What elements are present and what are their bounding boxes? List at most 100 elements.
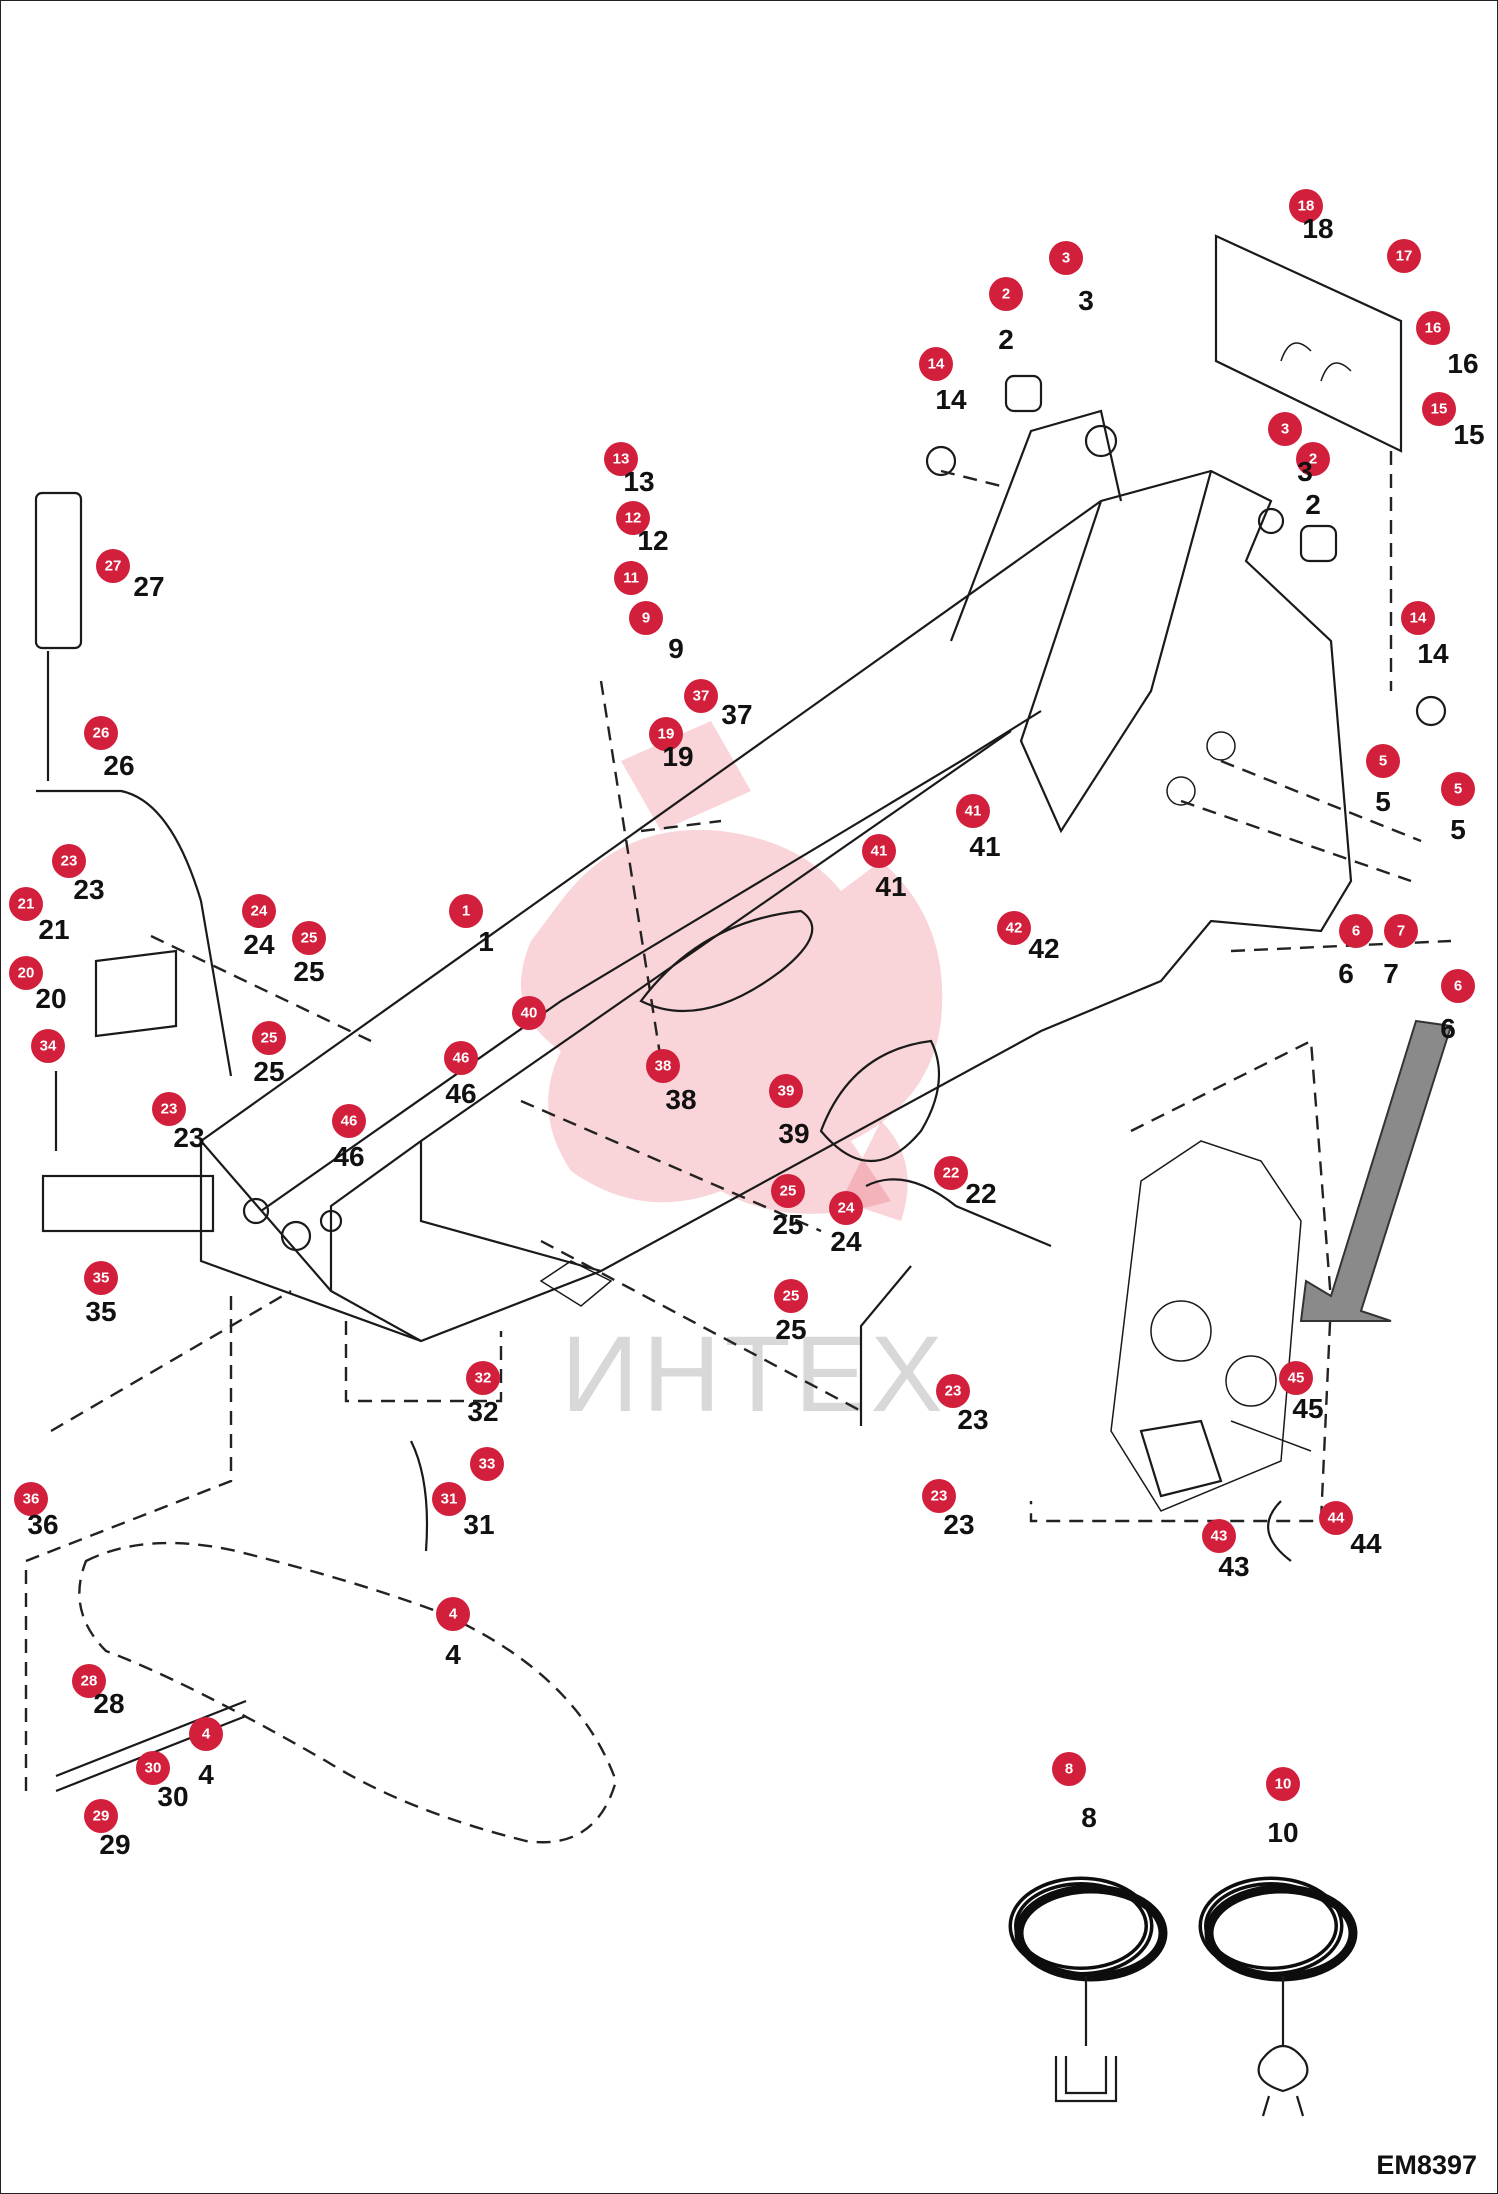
part-number-35: 35 [85,1296,116,1327]
callout-badge-4: 4 [189,1717,223,1751]
svg-text:7: 7 [1397,923,1405,940]
callout-badge-30: 30 [136,1751,170,1785]
part-number-28: 28 [93,1688,124,1719]
callout-badge-41: 41 [956,794,990,828]
part-number-15: 15 [1453,419,1484,450]
svg-text:5: 5 [1379,753,1387,770]
svg-text:18: 18 [1298,198,1315,215]
callout-badge-19: 19 [649,717,683,751]
part-number-42: 42 [1028,933,1059,964]
svg-text:41: 41 [871,843,888,860]
callout-badge-15: 15 [1422,392,1456,426]
svg-text:22: 22 [943,1165,960,1182]
part-number-19: 19 [662,741,693,772]
svg-text:13: 13 [613,451,630,468]
part-number-39: 39 [778,1118,809,1149]
part-number-32: 32 [467,1396,498,1427]
callout-badge-44: 44 [1319,1501,1353,1535]
part-number-21: 21 [38,914,69,945]
part-number-37: 37 [721,699,752,730]
svg-text:17: 17 [1396,248,1413,265]
callout-badge-10: 10 [1266,1767,1300,1801]
svg-text:44: 44 [1328,1510,1345,1527]
part-number-31: 31 [463,1509,494,1540]
svg-text:4: 4 [202,1726,211,1743]
callout-badge-31: 31 [432,1482,466,1516]
part-number-6: 6 [1440,1013,1456,1044]
callout-badge-5: 5 [1441,772,1475,806]
svg-text:26: 26 [93,725,110,742]
part-number-25: 25 [293,956,324,987]
drawing-code: EM8397 [1376,2150,1477,2180]
svg-text:29: 29 [93,1808,110,1825]
callout-badge-6: 6 [1441,969,1475,1003]
callout-badge-26: 26 [84,716,118,750]
svg-text:36: 36 [23,1491,40,1508]
svg-text:24: 24 [838,1200,855,1217]
svg-text:25: 25 [780,1183,797,1200]
part-number-26: 26 [103,750,134,781]
part-number-23: 23 [957,1404,988,1435]
callout-badge-38: 38 [646,1049,680,1083]
callout-badge-27: 27 [96,549,130,583]
part-number-25: 25 [253,1056,284,1087]
svg-text:2: 2 [1002,286,1010,303]
svg-text:10: 10 [1275,1776,1292,1793]
svg-text:8: 8 [1065,1761,1073,1778]
svg-text:16: 16 [1425,320,1442,337]
svg-text:14: 14 [1410,610,1427,627]
part-number-5: 5 [1450,814,1466,845]
callout-badge-23: 23 [152,1092,186,1126]
svg-text:38: 38 [655,1058,672,1075]
part-number-4: 4 [445,1639,461,1670]
svg-text:23: 23 [161,1101,178,1118]
svg-text:39: 39 [778,1083,795,1100]
svg-text:3: 3 [1062,250,1070,267]
callout-badge-18: 18 [1289,189,1323,223]
svg-text:20: 20 [18,965,35,982]
part-number-41: 41 [969,831,1000,862]
callout-badge-25: 25 [774,1279,808,1313]
svg-text:45: 45 [1288,1370,1305,1387]
watermark-text: ИНТЕХ [561,1313,947,1434]
svg-text:14: 14 [928,356,945,373]
callout-badge-35: 35 [84,1261,118,1295]
part-number-22: 22 [965,1178,996,1209]
callout-badge-20: 20 [9,956,43,990]
callout-badge-41: 41 [862,834,896,868]
callout-badge-23: 23 [52,844,86,878]
part-number-8: 8 [1081,1802,1097,1833]
svg-text:19: 19 [658,726,675,743]
callout-badge-14: 14 [1401,601,1435,635]
svg-text:37: 37 [693,688,710,705]
part-number-18: 18 [1302,213,1333,244]
callout-badge-22: 22 [934,1156,968,1190]
svg-text:33: 33 [479,1456,496,1473]
callout-badge-1: 1 [449,894,483,928]
svg-text:40: 40 [521,1005,538,1022]
part-number-24: 24 [243,929,275,960]
callout-badge-33: 33 [470,1447,504,1481]
callout-badge-8: 8 [1052,1752,1086,1786]
callout-badge-5: 5 [1366,744,1400,778]
callout-badge-24: 24 [829,1191,863,1225]
callout-badge-2: 2 [989,277,1023,311]
part-number-2: 2 [1305,489,1321,520]
svg-text:43: 43 [1211,1528,1228,1545]
callout-badge-25: 25 [292,921,326,955]
callout-badge-25: 25 [771,1174,805,1208]
part-number-44: 44 [1350,1528,1382,1559]
part-number-30: 30 [157,1781,188,1812]
part-number-6: 6 [1338,958,1354,989]
part-number-41: 41 [875,871,906,902]
callout-badge-3: 3 [1268,412,1302,446]
svg-text:1: 1 [462,903,470,920]
svg-text:31: 31 [441,1491,458,1508]
part-number-3: 3 [1297,456,1313,487]
svg-text:42: 42 [1006,920,1023,937]
callout-badge-7: 7 [1384,914,1418,948]
callout-badge-16: 16 [1416,311,1450,345]
svg-text:4: 4 [449,1606,458,1623]
part-number-9: 9 [668,633,684,664]
part-number-45: 45 [1292,1393,1323,1424]
